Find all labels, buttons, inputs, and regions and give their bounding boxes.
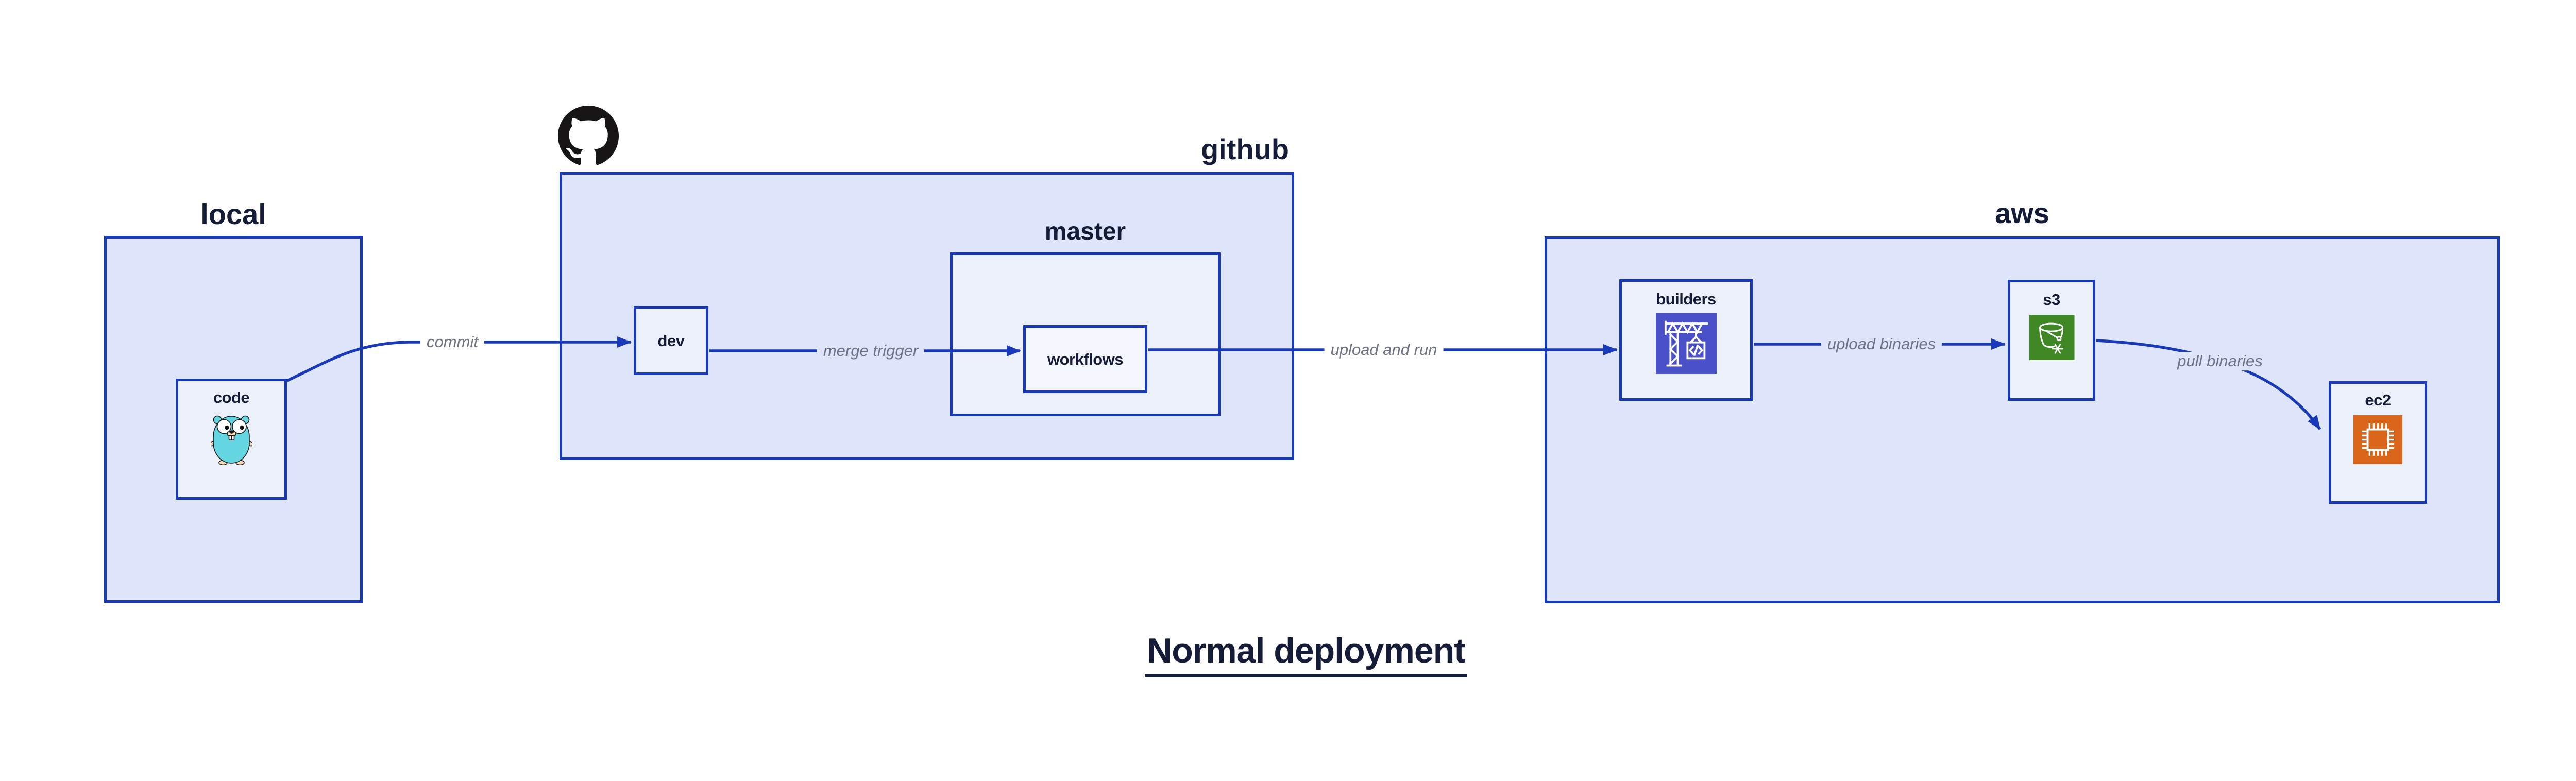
local-container-label: local	[200, 198, 266, 230]
node-dev-label: dev	[657, 331, 685, 350]
edge-label-pull-binaries: pull binaries	[2171, 352, 2269, 370]
github-container-label: github	[1200, 133, 1289, 165]
node-ec2: ec2	[2329, 381, 2427, 504]
aws-codebuild-icon	[1655, 313, 1717, 377]
node-builders-label: builders	[1656, 290, 1716, 308]
node-code-label: code	[213, 388, 250, 406]
aws-container-label: aws	[1995, 197, 2049, 229]
node-s3-label: s3	[2043, 291, 2060, 309]
node-ec2-label: ec2	[2365, 391, 2391, 409]
edge-label-merge-trigger: merge trigger	[817, 342, 925, 360]
master-container-label: master	[1044, 218, 1126, 245]
diagram-title: Normal deployment	[1145, 632, 1467, 678]
edge-label-commit: commit	[420, 333, 484, 351]
aws-s3-bucket-icon	[2029, 315, 2075, 363]
edge-label-upload-binaries: upload binaries	[1821, 335, 1942, 353]
node-workflows-label: workflows	[1047, 350, 1124, 368]
go-gopher-icon	[209, 412, 253, 468]
node-builders: builders	[1619, 279, 1753, 401]
node-code: code	[176, 379, 287, 500]
aws-ec2-chip-icon	[2353, 415, 2402, 467]
node-dev: dev	[634, 306, 708, 375]
diagram-title-wrap: Normal deployment	[1044, 632, 1568, 678]
edge-label-upload-and-run: upload and run	[1324, 341, 1444, 359]
github-octocat-icon	[558, 106, 619, 166]
node-workflows: workflows	[1023, 325, 1147, 393]
node-s3: s3	[2008, 280, 2095, 401]
